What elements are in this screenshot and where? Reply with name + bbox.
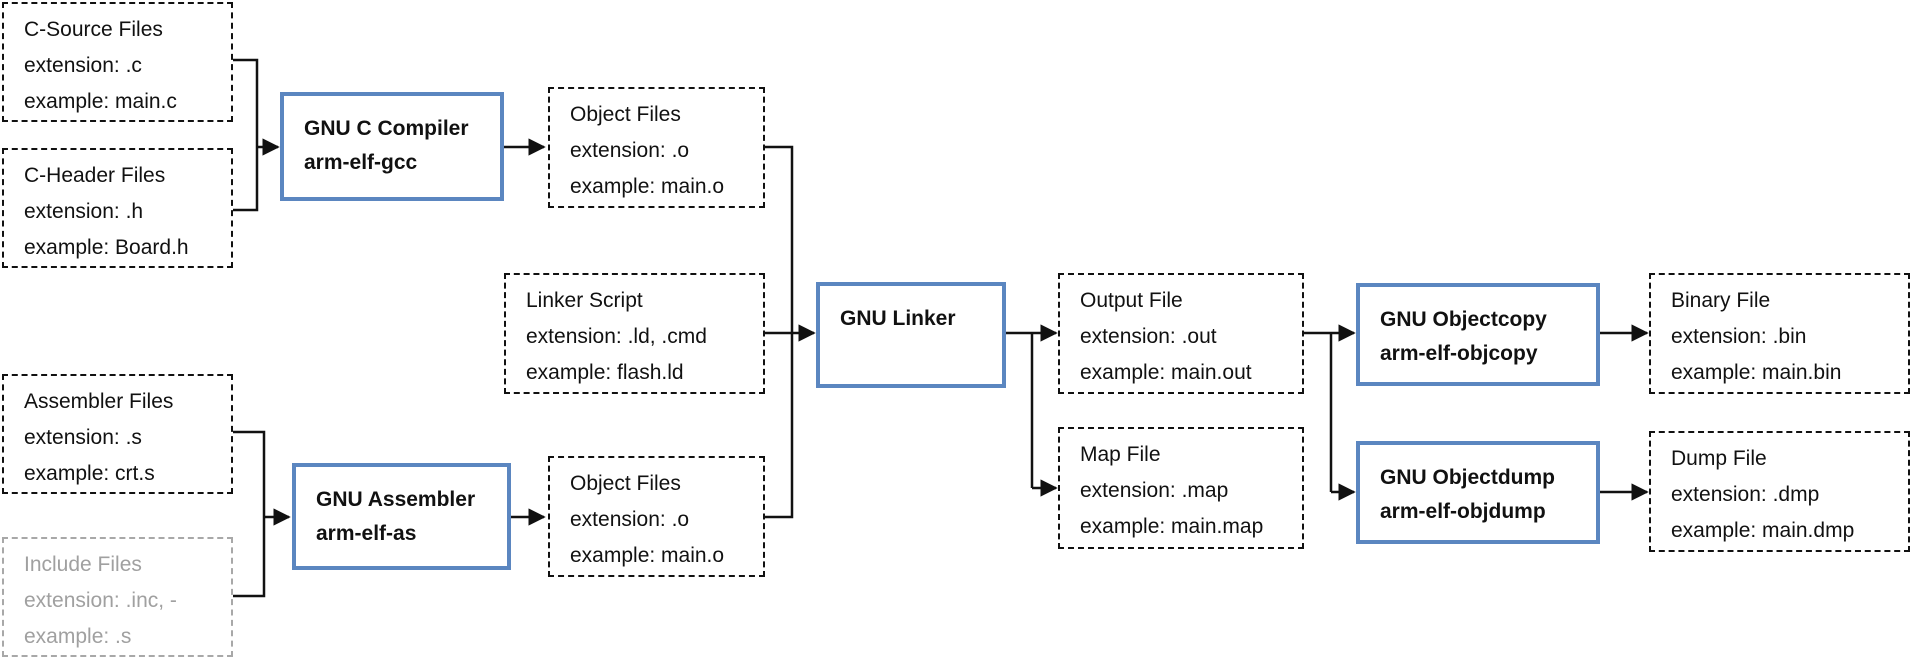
gnu-c-compiler-box: GNU C Compiler arm-elf-gcc bbox=[280, 92, 504, 201]
output-title: Output File bbox=[1080, 289, 1183, 312]
map-title: Map File bbox=[1080, 443, 1161, 466]
gnu-linker-box: GNU Linker bbox=[816, 282, 1006, 388]
linker-script-example: example: flash.ld bbox=[526, 361, 684, 384]
linker-script-extension: extension: .ld, .cmd bbox=[526, 325, 707, 348]
objcopy-name: GNU Objectcopy bbox=[1380, 308, 1547, 331]
object-files-as-box: Object Files extension: .o example: main… bbox=[548, 456, 765, 577]
bin-title: Binary File bbox=[1671, 289, 1771, 312]
linker-script-title: Linker Script bbox=[526, 289, 643, 312]
objcopy-command: arm-elf-objcopy bbox=[1380, 342, 1538, 365]
dump-file-box: Dump File extension: .dmp example: main.… bbox=[1649, 431, 1910, 552]
bin-extension: extension: .bin bbox=[1671, 325, 1807, 348]
c-header-title: C-Header Files bbox=[24, 164, 166, 187]
assembler-files-box: Assembler Files extension: .s example: c… bbox=[2, 374, 233, 494]
output-file-box: Output File extension: .out example: mai… bbox=[1058, 273, 1304, 394]
c-source-example: example: main.c bbox=[24, 90, 177, 113]
include-files-box: Include Files extension: .inc, - example… bbox=[2, 537, 233, 657]
c-source-files-box: C-Source Files extension: .c example: ma… bbox=[2, 2, 233, 122]
obj-c-example: example: main.o bbox=[570, 175, 725, 198]
include-extension: extension: .inc, - bbox=[24, 589, 177, 612]
objdump-command: arm-elf-objdump bbox=[1380, 500, 1546, 523]
gnu-objectdump-box: GNU Objectdump arm-elf-objdump bbox=[1356, 441, 1600, 544]
gnu-assembler-box: GNU Assembler arm-elf-as bbox=[292, 463, 511, 570]
gnu-objectcopy-box: GNU Objectcopy arm-elf-objcopy bbox=[1356, 283, 1600, 386]
obj-c-title: Object Files bbox=[570, 103, 681, 126]
bin-example: example: main.bin bbox=[1671, 361, 1842, 384]
c-header-extension: extension: .h bbox=[24, 200, 144, 223]
assembler-title: Assembler Files bbox=[24, 390, 174, 413]
obj-as-title: Object Files bbox=[570, 472, 681, 495]
map-example: example: main.map bbox=[1080, 515, 1264, 538]
linker-script-box: Linker Script extension: .ld, .cmd examp… bbox=[504, 273, 765, 394]
c-source-extension: extension: .c bbox=[24, 54, 142, 77]
objdump-name: GNU Objectdump bbox=[1380, 466, 1556, 489]
obj-c-extension: extension: .o bbox=[570, 139, 690, 162]
gcc-command: arm-elf-gcc bbox=[304, 151, 418, 174]
output-example: example: main.out bbox=[1080, 361, 1252, 384]
dmp-title: Dump File bbox=[1671, 447, 1767, 470]
connector-c-inputs bbox=[233, 58, 259, 212]
dmp-extension: extension: .dmp bbox=[1671, 483, 1820, 506]
map-file-box: Map File extension: .map example: main.m… bbox=[1058, 427, 1304, 549]
connector-asm-inputs bbox=[233, 430, 266, 598]
as-command: arm-elf-as bbox=[316, 522, 417, 545]
linker-name: GNU Linker bbox=[840, 307, 956, 330]
gcc-name: GNU C Compiler bbox=[304, 117, 469, 140]
include-title: Include Files bbox=[24, 553, 142, 576]
c-header-files-box: C-Header Files extension: .h example: Bo… bbox=[2, 148, 233, 268]
assembler-example: example: crt.s bbox=[24, 462, 155, 485]
binary-file-box: Binary File extension: .bin example: mai… bbox=[1649, 273, 1910, 394]
output-extension: extension: .out bbox=[1080, 325, 1217, 348]
map-extension: extension: .map bbox=[1080, 479, 1229, 502]
as-name: GNU Assembler bbox=[316, 488, 476, 511]
obj-as-extension: extension: .o bbox=[570, 508, 690, 531]
c-source-title: C-Source Files bbox=[24, 18, 163, 41]
obj-as-example: example: main.o bbox=[570, 544, 725, 567]
dmp-example: example: main.dmp bbox=[1671, 519, 1855, 542]
c-header-example: example: Board.h bbox=[24, 236, 189, 259]
object-files-c-box: Object Files extension: .o example: main… bbox=[548, 87, 765, 208]
include-example: example: .s bbox=[24, 625, 132, 648]
assembler-extension: extension: .s bbox=[24, 426, 142, 449]
